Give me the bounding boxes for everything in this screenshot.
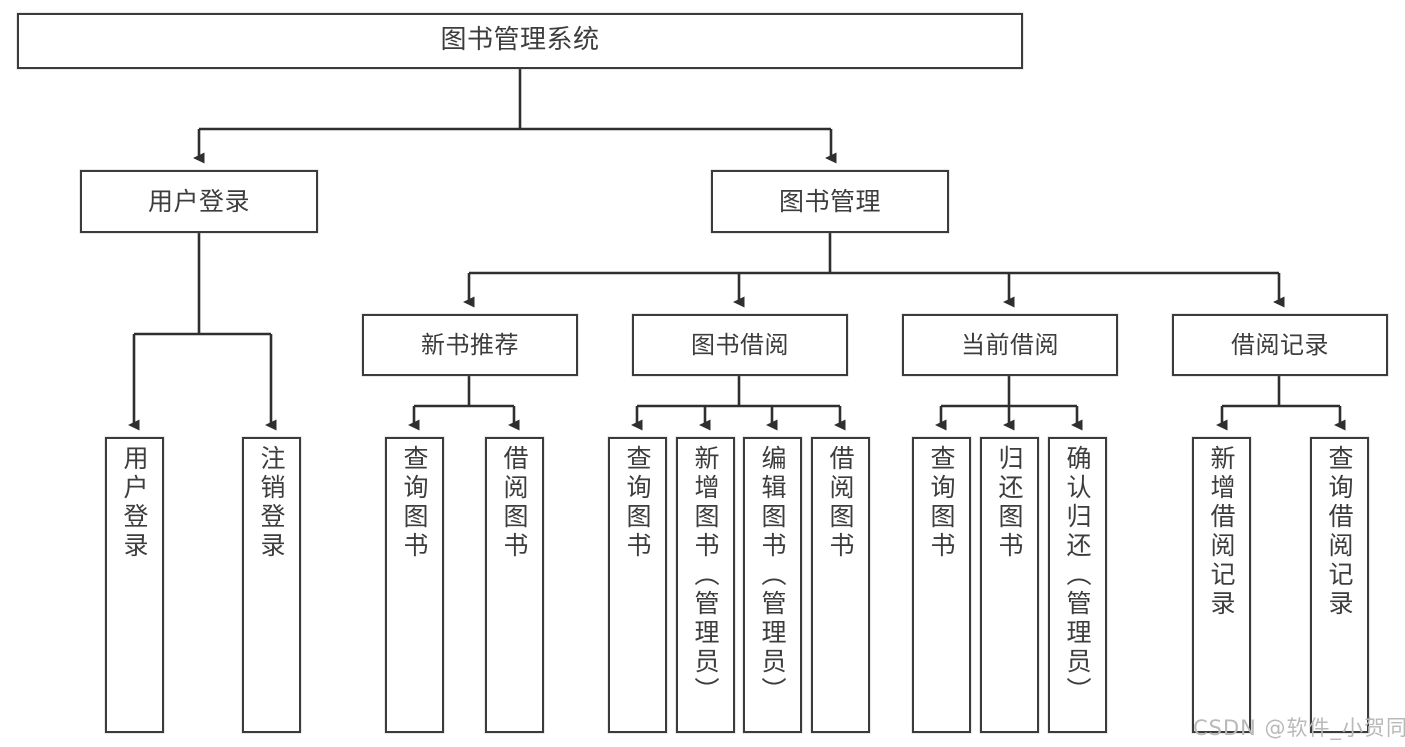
node-leaf-edit-book[interactable]: 编辑图书（管理员） xyxy=(743,437,802,733)
node-leaf-query-book-2[interactable]: 查询图书 xyxy=(608,437,667,733)
node-leaf-query-record[interactable]: 查询借阅记录 xyxy=(1310,437,1369,733)
node-leaf-confirm-return[interactable]: 确认归还（管理员） xyxy=(1048,437,1107,733)
node-leaf-query-book-3[interactable]: 查询图书 xyxy=(912,437,971,733)
node-leaf-user-login[interactable]: 用户登录 xyxy=(105,437,164,733)
node-label: 新书推荐 xyxy=(421,330,519,359)
node-book-borrow[interactable]: 图书借阅 xyxy=(632,314,848,376)
node-user-login[interactable]: 用户登录 xyxy=(80,170,318,233)
node-label: 编辑图书（管理员） xyxy=(758,445,787,706)
node-label: 图书借阅 xyxy=(691,330,789,359)
node-book-management[interactable]: 图书管理 xyxy=(711,170,949,233)
node-label: 归还图书 xyxy=(995,445,1024,561)
node-leaf-return-book[interactable]: 归还图书 xyxy=(980,437,1039,733)
node-label: 图书管理系统 xyxy=(440,25,600,56)
node-label: 查询图书 xyxy=(927,445,956,561)
node-new-book-recommend[interactable]: 新书推荐 xyxy=(362,314,578,376)
node-leaf-logout-login[interactable]: 注销登录 xyxy=(242,437,301,733)
node-label: 用户登录 xyxy=(147,186,250,216)
node-label: 图书管理 xyxy=(778,186,881,216)
node-label: 借阅图书 xyxy=(826,445,855,561)
node-label: 用户登录 xyxy=(120,445,149,561)
node-label: 借阅图书 xyxy=(500,445,529,561)
node-label: 新增图书（管理员） xyxy=(691,445,720,706)
node-label: 注销登录 xyxy=(257,445,286,561)
watermark-credit: CSDN @软件_小贺同学 xyxy=(1193,716,1405,740)
node-root-system[interactable]: 图书管理系统 xyxy=(17,13,1023,69)
node-leaf-add-book[interactable]: 新增图书（管理员） xyxy=(676,437,735,733)
node-label: 确认归还（管理员） xyxy=(1063,445,1092,706)
node-current-borrow[interactable]: 当前借阅 xyxy=(902,314,1118,376)
node-label: 查询借阅记录 xyxy=(1325,445,1354,619)
node-leaf-query-book-1[interactable]: 查询图书 xyxy=(385,437,444,733)
node-leaf-borrow-book-1[interactable]: 借阅图书 xyxy=(485,437,544,733)
node-label: 当前借阅 xyxy=(961,330,1059,359)
node-label: 查询图书 xyxy=(400,445,429,561)
node-leaf-borrow-book-2[interactable]: 借阅图书 xyxy=(811,437,870,733)
node-borrow-record[interactable]: 借阅记录 xyxy=(1172,314,1388,376)
node-label: 借阅记录 xyxy=(1231,330,1329,359)
node-label: 新增借阅记录 xyxy=(1207,445,1236,619)
node-leaf-add-record[interactable]: 新增借阅记录 xyxy=(1192,437,1251,733)
node-label: 查询图书 xyxy=(623,445,652,561)
